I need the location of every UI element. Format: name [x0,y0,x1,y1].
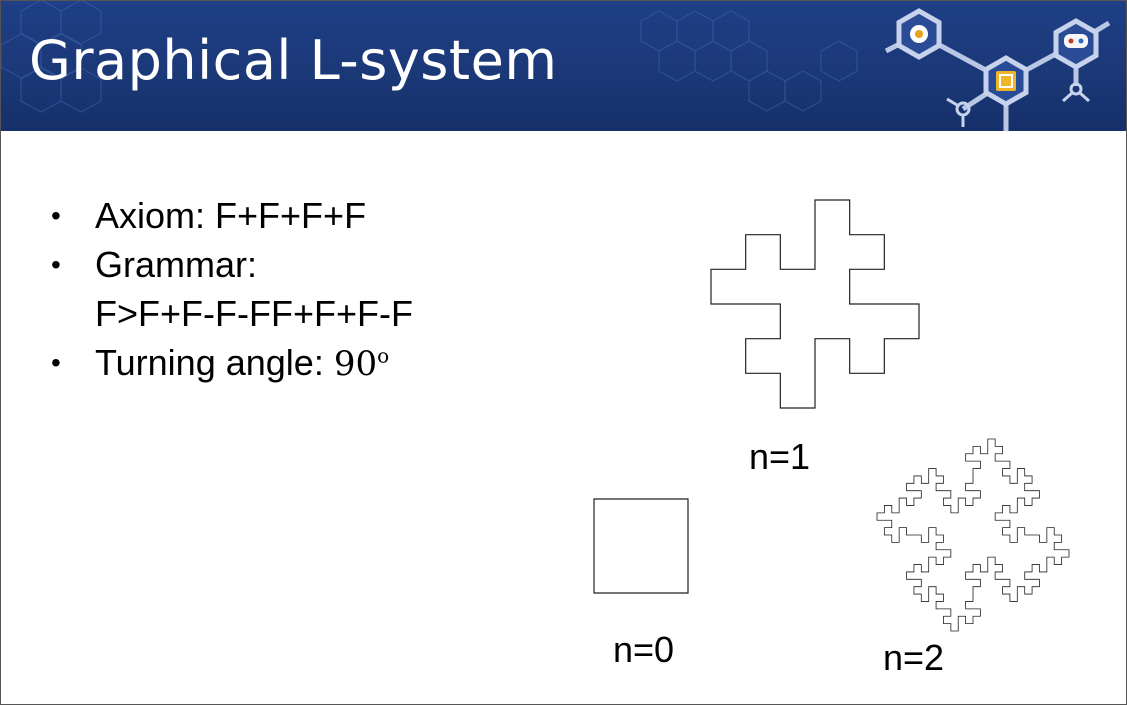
caption-n1: n=1 [749,436,811,477]
bullet-text: Turning angle: [95,342,334,383]
lsystem-curve [593,498,689,594]
bullet-dot-icon: • [51,249,61,280]
bullet-axiom: • Axiom: F+F+F+F [51,191,413,240]
bullet-grammar-rule: F>F+F-F-FF+F+F-F [95,293,413,334]
angle-value: 90o [334,344,389,384]
bullet-list: • Axiom: F+F+F+F • Grammar: F>F+F-F-FF+F… [51,191,413,389]
bullet-dot-icon: • [51,347,61,378]
molecule-decoration [1,1,1111,131]
lsystem-figure-n2 [876,438,1070,632]
bullet-text: Axiom: F+F+F+F [95,195,367,236]
bullet-text: Grammar: [95,244,257,285]
lsystem-curve [876,438,1070,632]
caption-n0: n=0 [613,629,675,670]
slide-title: Graphical L-system [29,29,558,92]
lsystem-curve [710,199,920,409]
bullet-dot-icon: • [51,200,61,231]
lsystem-figure-n1 [710,199,920,409]
bullet-grammar: • Grammar: [51,240,413,289]
angle-degree-mark: o [377,343,390,368]
lsystem-figure-n0 [593,498,689,594]
caption-n2: n=2 [883,637,945,678]
angle-number: 90 [333,344,378,384]
title-banner: Graphical L-system [1,1,1126,131]
bullet-angle: • Turning angle: 90o [51,338,413,389]
